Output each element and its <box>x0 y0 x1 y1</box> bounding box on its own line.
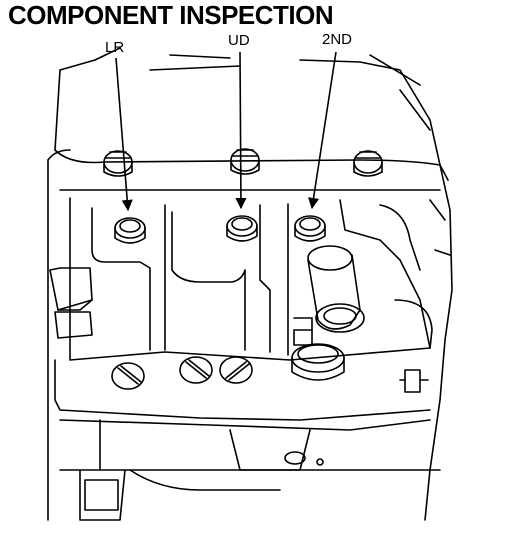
lower-plug-left <box>111 362 145 390</box>
ud-label: UD <box>228 32 250 49</box>
lower-plug-middle <box>179 356 213 384</box>
lr-arrow <box>115 57 133 212</box>
2nd-test-port <box>294 215 326 242</box>
2nd-arrow <box>307 51 337 210</box>
lr-label: LR <box>105 39 124 56</box>
lr-test-port <box>114 217 146 244</box>
top-bolt-left <box>103 150 133 177</box>
top-bolt-right <box>353 150 383 177</box>
ud-arrow <box>235 51 247 210</box>
page-title: COMPONENT INSPECTION <box>8 0 334 30</box>
ud-test-port <box>226 215 258 242</box>
lower-plug-right <box>219 356 253 384</box>
2nd-label: 2ND <box>322 31 352 48</box>
top-bolt-center <box>230 148 260 175</box>
